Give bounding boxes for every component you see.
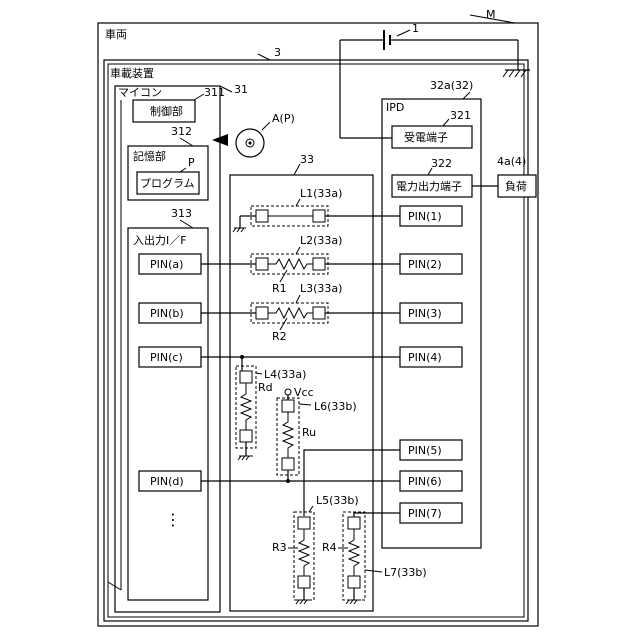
battery-symbol xyxy=(340,30,518,138)
onboard-device-label: 車載装置 xyxy=(110,66,154,80)
line-l3 xyxy=(201,303,400,323)
controller-label: 制御部 xyxy=(150,104,183,118)
line-l7 xyxy=(343,512,400,604)
load-label: 負荷 xyxy=(505,180,527,193)
ipd-label: IPD xyxy=(386,101,404,114)
onboard-device-ref: 3 xyxy=(274,46,281,59)
svg-text:PIN(a): PIN(a) xyxy=(150,258,183,271)
storage-ref: 312 xyxy=(171,125,192,138)
svg-text:PIN(2): PIN(2) xyxy=(408,258,442,271)
svg-text:PIN(3): PIN(3) xyxy=(408,307,442,320)
storage-label: 記憶部 xyxy=(133,149,166,163)
output-terminal-ref: 322 xyxy=(431,157,452,170)
svg-text:PIN(5): PIN(5) xyxy=(408,444,442,457)
controller-ref: 311 xyxy=(204,86,225,99)
program-ref: P xyxy=(188,156,195,169)
microcomputer-ref: 31 xyxy=(234,83,248,96)
receive-terminal-label: 受電端子 xyxy=(404,131,448,144)
program-label: プログラム xyxy=(140,176,195,190)
label-l6: L6(33b) xyxy=(314,400,357,413)
label-l4: L4(33a) xyxy=(264,368,306,381)
line-l4 xyxy=(236,357,256,460)
io-if-label: 入出力I／F xyxy=(133,233,187,247)
line-l6 xyxy=(277,395,299,481)
label-vcc: Vcc xyxy=(294,386,314,399)
microcomputer-label: マイコン xyxy=(118,86,162,99)
line-l1 xyxy=(233,206,400,232)
svg-text:PIN(d): PIN(d) xyxy=(150,475,184,488)
label-r1: R1 xyxy=(272,282,287,295)
svg-text:PIN(6): PIN(6) xyxy=(408,475,442,488)
label-l7: L7(33b) xyxy=(384,566,427,579)
line-l2 xyxy=(201,254,400,274)
line-l5 xyxy=(294,450,400,604)
receive-terminal-ref: 321 xyxy=(450,109,471,122)
battery-ref: 1 xyxy=(412,22,419,35)
svg-text:PIN(1): PIN(1) xyxy=(408,210,442,223)
vehicle-label: 車両 xyxy=(105,27,127,41)
ground-icon xyxy=(503,70,530,77)
svg-text:PIN(4): PIN(4) xyxy=(408,351,442,364)
vehicle-ref: M xyxy=(486,8,496,21)
more-pins: ⋮ xyxy=(165,510,181,529)
label-l1: L1(33a) xyxy=(300,187,342,200)
svg-text:PIN(b): PIN(b) xyxy=(150,307,184,320)
label-l3: L3(33a) xyxy=(300,282,342,295)
io-if-box xyxy=(128,228,208,600)
ipd-ref: 32a(32) xyxy=(430,79,473,92)
label-r4: R4 xyxy=(322,541,337,554)
label-ru: Ru xyxy=(302,426,316,439)
label-l5: L5(33b) xyxy=(316,494,359,507)
io-if-ref: 313 xyxy=(171,207,192,220)
label-r2: R2 xyxy=(272,330,287,343)
label-r3: R3 xyxy=(272,541,287,554)
disc-icon xyxy=(236,129,264,157)
harness-ref: 33 xyxy=(300,153,314,166)
svg-text:PIN(c): PIN(c) xyxy=(150,351,183,364)
load-ref: 4a(4) xyxy=(497,155,526,168)
label-l2: L2(33a) xyxy=(300,234,342,247)
output-terminal-label: 電力出力端子 xyxy=(396,179,462,193)
svg-text:PIN(7): PIN(7) xyxy=(408,507,442,520)
label-rd: Rd xyxy=(258,381,273,394)
media-label: A(P) xyxy=(272,112,295,125)
